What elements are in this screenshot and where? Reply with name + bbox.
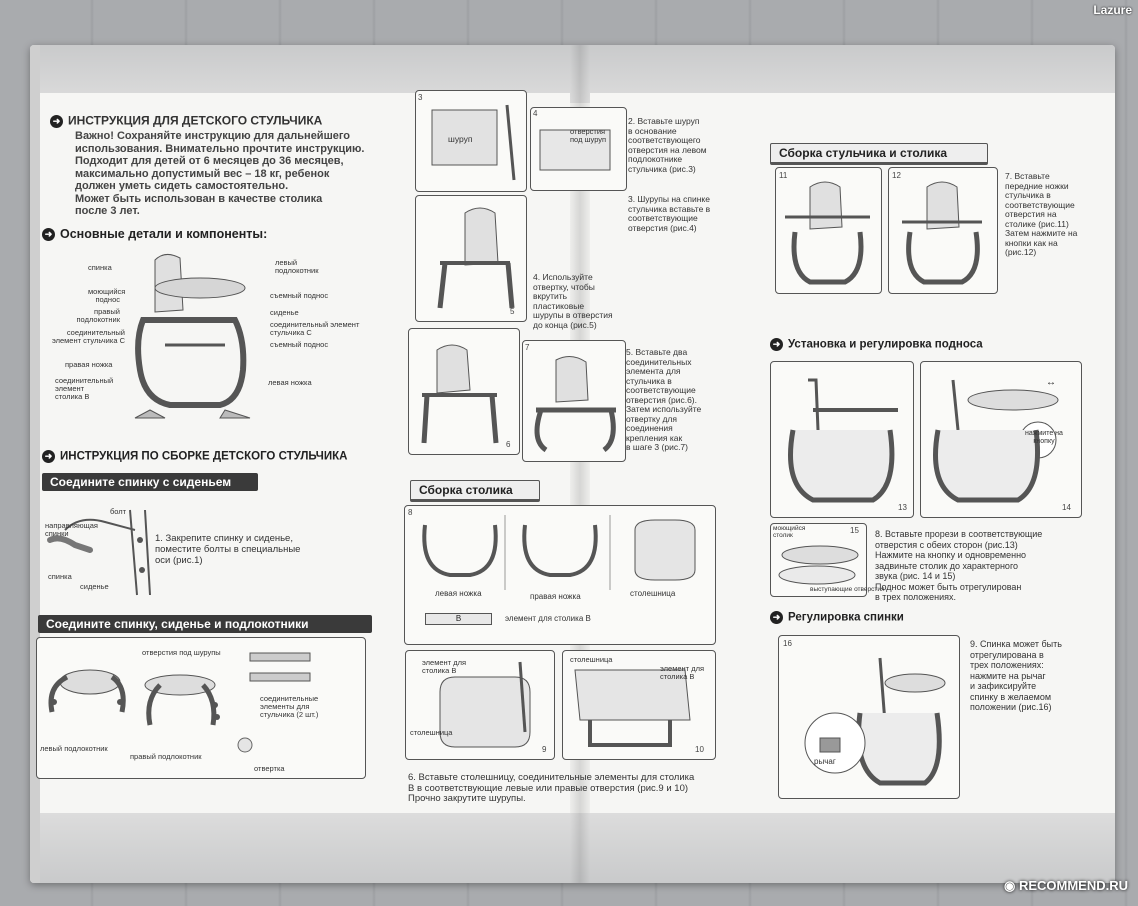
chair-parts-diagram [134,254,251,419]
watermark-top: Lazure [1093,3,1132,17]
fig-5-drawing [437,207,515,309]
tray-title: ➜Установка и регулировка подноса [770,338,983,351]
armrests-figure-box [36,637,366,779]
fig-7-drawing [534,356,616,453]
fig-10-drawing [574,669,691,747]
recommend-logo-icon: ◉ [1003,878,1019,893]
right-armrest-figure [144,674,220,726]
connectors-figure [249,652,311,682]
fig-4-drawing [539,129,611,171]
double-arrow-icon: ↔ [1046,377,1056,388]
back-seat-figure [47,509,151,596]
watermark-bottom: ◉ RECOMMEND.RU [1003,878,1128,893]
fig-15-drawing [778,545,859,585]
fig-14-drawing [933,379,1059,503]
fig-6-drawing [421,344,499,444]
arrow-right-icon: ➜ [42,228,55,241]
screwdriver-icon [237,737,253,753]
intro-text: Важно! Сохраняйте инструкцию для дальней… [75,130,365,217]
arrow-right-icon: ➜ [770,338,783,351]
doc-title: ➜ИНСТРУКЦИЯ ДЛЯ ДЕТСКОГО СТУЛЬЧИКА [50,115,322,128]
section-bar-table: Сборка столика [410,480,540,502]
fig-16-drawing [804,657,946,786]
fig-3-drawing [431,104,516,181]
back-title: ➜Регулировка спинки [770,611,904,624]
connector-b-bar: В [425,613,492,625]
arrow-right-icon: ➜ [50,115,63,128]
fig-8-drawing [422,515,696,590]
fig-13-drawing [788,378,898,503]
arrow-right-icon: ➜ [42,450,55,463]
step-6-text: 6. Вставьте столешницу, соединительные э… [408,772,695,804]
fig-12-drawing [902,181,982,285]
left-armrest-figure [48,669,126,713]
section-bar-chair-table: Сборка стульчика и столика [770,143,988,165]
instruction-sheet: ➜ИНСТРУКЦИЯ ДЛЯ ДЕТСКОГО СТУЛЬЧИКА Важно… [30,45,1115,883]
arrow-right-icon: ➜ [770,611,783,624]
section-bar-back-seat: Соедините спинку с сиденьем [42,473,258,491]
step-1-text: 1. Закрепите спинку и сиденье, поместите… [155,533,301,566]
parts-title: ➜Основные детали и компоненты: [42,228,267,241]
fig-9-drawing [439,661,531,748]
fig-11-drawing [785,181,870,285]
assembly-title: ➜ИНСТРУКЦИЯ ПО СБОРКЕ ДЕТСКОГО СТУЛЬЧИКА [42,450,347,463]
section-bar-armrests: Соедините спинку, сиденье и подлокотники [38,615,372,633]
